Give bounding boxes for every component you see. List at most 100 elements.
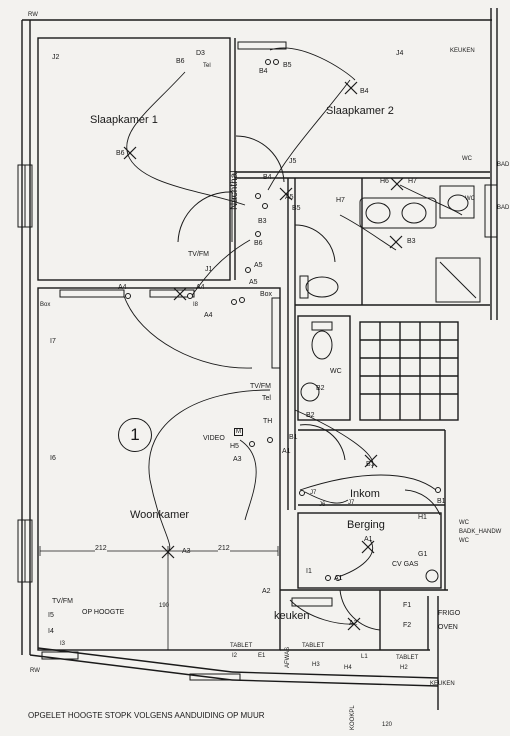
- label-i3: I3: [60, 641, 66, 647]
- label-f2: F2: [403, 622, 412, 629]
- wiring: [123, 47, 463, 625]
- label-wc-side-a: WC: [462, 156, 472, 162]
- room-label-slaapkamer-2: Slaapkamer 2: [326, 105, 394, 117]
- label-i4: I4: [48, 628, 54, 635]
- label-tvfm-top: TV/FM: [188, 251, 209, 258]
- label-wc-small-a: WC: [459, 520, 469, 526]
- label-h4: H4: [344, 665, 352, 671]
- label-j1: J1: [205, 266, 213, 273]
- room-number-badge: 1: [118, 418, 152, 452]
- label-g1: G1: [418, 551, 428, 558]
- room-label-wc: WC: [330, 368, 342, 375]
- label-j4: J4: [396, 50, 404, 57]
- label-a3-a: A3: [233, 456, 242, 463]
- label-a4-c: A4: [204, 312, 213, 319]
- label-video: VIDEO: [203, 435, 225, 442]
- label-a5-a: A5: [285, 194, 294, 201]
- label-a1-c: A1: [334, 575, 343, 582]
- light-points: [123, 81, 404, 631]
- label-tablet-c: TABLET: [396, 655, 419, 661]
- label-b6-b: B6: [254, 240, 263, 247]
- label-h1: H1: [418, 514, 427, 521]
- label-box-mid: Box: [260, 291, 273, 298]
- label-keuken-top: KEUKEN: [450, 48, 475, 54]
- label-th: TH: [263, 418, 273, 425]
- label-b6-top: B6: [176, 58, 185, 65]
- label-h7-a: H7: [408, 178, 417, 185]
- windows: [17, 41, 498, 681]
- label-j7-b: J7: [348, 500, 355, 506]
- label-a2-b: A2: [349, 620, 358, 627]
- label-b4-c: B4: [263, 174, 272, 181]
- label-b2-b: B2: [306, 412, 315, 419]
- label-i2: I2: [232, 653, 238, 659]
- room-label-slaapkamer-1: Slaapkamer 1: [90, 114, 158, 126]
- label-j7-a: J7: [310, 490, 317, 496]
- label-op-hoogte: OP HOOGTE: [82, 609, 125, 616]
- doors: [177, 135, 441, 631]
- label-b5-b: B5: [292, 205, 301, 212]
- label-i6: I6: [50, 455, 56, 462]
- label-i7: I7: [50, 338, 56, 345]
- label-oven: OVEN: [438, 624, 458, 631]
- label-l1: L1: [361, 654, 368, 660]
- label-kookpl: KOOKPL: [350, 705, 356, 730]
- label-a4-a: A4: [118, 284, 127, 291]
- label-bad-a: BAD: [497, 162, 510, 168]
- label-afwas: AFWAS: [285, 646, 291, 668]
- room-label-keuken: keuken: [274, 610, 310, 622]
- label-j5: J5: [289, 158, 297, 165]
- label-d3: D3: [196, 50, 205, 57]
- switches: [125, 59, 441, 581]
- label-a1-b: A1: [364, 536, 373, 543]
- label-a2-a: A2: [262, 588, 271, 595]
- label-i5: I5: [48, 612, 54, 619]
- label-wc-side-b: WC: [465, 196, 475, 202]
- label-b3-a: B3: [258, 218, 267, 225]
- dimension-120: 120: [382, 722, 393, 728]
- walls: [21, 8, 498, 710]
- label-i8: I8: [193, 302, 199, 308]
- label-j6: J6: [319, 502, 326, 508]
- label-b5-a: B5: [283, 62, 292, 69]
- label-m-box: M: [234, 428, 243, 436]
- room-label-nachthal: Nachthal: [229, 170, 240, 210]
- label-wc-small-b: WC: [459, 538, 469, 544]
- label-h3: H3: [312, 662, 320, 668]
- footer-note: OPGELET HOOGTE STOPK VOLGENS AANDUIDING …: [28, 711, 265, 720]
- room-label-berging: Berging: [347, 519, 385, 531]
- fixtures: [299, 185, 481, 583]
- label-b3-b: B3: [407, 238, 416, 245]
- label-badk-handw: BADK_HANDW: [459, 529, 502, 535]
- dimension-190: 190: [159, 603, 170, 609]
- label-b1-c: B1: [437, 498, 446, 505]
- label-rw-bottom: RW: [30, 668, 40, 674]
- label-b2-a: B2: [316, 385, 325, 392]
- dimension-lines: [39, 546, 279, 650]
- label-b4-b: B4: [360, 88, 369, 95]
- label-cv-gas: CV GAS: [392, 561, 419, 568]
- label-b6-center: B6: [116, 150, 125, 157]
- dimension-212-a: 212: [95, 545, 107, 552]
- label-a4-b: A4: [196, 284, 205, 291]
- label-box-left: Box: [40, 302, 51, 308]
- label-a5-c: A5: [249, 279, 258, 286]
- label-h6: H6: [380, 178, 389, 185]
- label-rw-top: RW: [28, 12, 38, 18]
- label-keuken-bottom: KEUKEN: [430, 681, 455, 687]
- label-tablet-a: TABLET: [230, 643, 253, 649]
- label-i1: I1: [306, 568, 312, 575]
- label-bad-b: BAD: [497, 205, 510, 211]
- label-tvfm-mid: TV/FM: [250, 383, 271, 390]
- label-a3-b: A3: [182, 548, 191, 555]
- label-f1: F1: [403, 602, 412, 609]
- label-j2: J2: [52, 54, 60, 61]
- label-tel-top: Tel: [203, 63, 211, 69]
- label-h7-b: H7: [336, 197, 345, 204]
- label-frigo: FRIGO: [438, 610, 461, 617]
- dimension-212-b: 212: [218, 545, 230, 552]
- room-label-inkom: Inkom: [350, 488, 380, 500]
- label-b1-a: B1: [289, 434, 298, 441]
